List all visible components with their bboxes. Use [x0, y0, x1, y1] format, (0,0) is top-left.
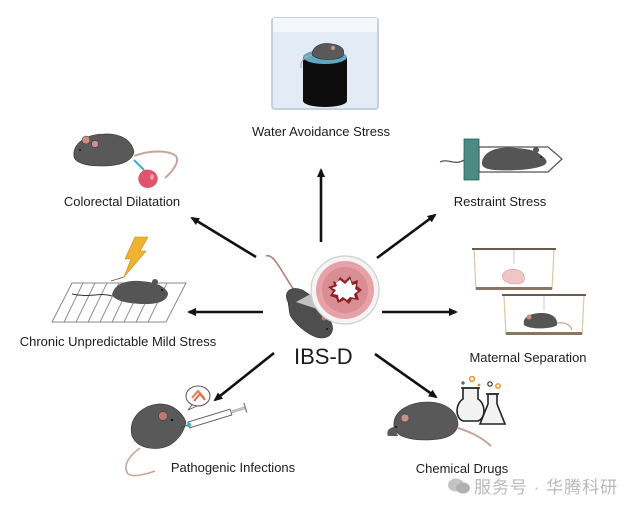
label-colorectal-dilatation: Colorectal Dilatation — [64, 194, 180, 209]
arrow-to-chemical-drugs — [374, 352, 438, 399]
maternal-separation-illustration — [472, 248, 586, 336]
water-avoidance-illustration — [271, 17, 379, 110]
label-chemical-drugs: Chemical Drugs — [416, 461, 509, 476]
center-label-ibs-d: IBS-D — [294, 344, 353, 369]
label-water-avoidance-stress: Water Avoidance Stress — [252, 124, 391, 139]
pathogenic-infections-illustration — [125, 385, 248, 477]
colorectal-dilatation-illustration — [73, 133, 178, 188]
arrow-to-colorectal-dilatation — [190, 216, 257, 259]
restraint-illustration — [439, 138, 563, 181]
label-restraint-stress: Restraint Stress — [454, 194, 547, 209]
wechat-icon — [448, 478, 470, 494]
label-chronic-unpredictable-mild-stress: Chronic Unpredictable Mild Stress — [20, 334, 217, 349]
label-pathogenic-infections: Pathogenic Infections — [171, 460, 296, 475]
watermark-text: 服务号 · 华腾科研 — [474, 478, 619, 497]
watermark: 服务号 · 华腾科研 — [448, 473, 618, 498]
cums-illustration — [51, 236, 187, 323]
arrows — [187, 168, 458, 402]
colon-cross-section — [310, 255, 380, 325]
arrow-to-restraint — [376, 213, 437, 260]
arrow-to-pathogenic-infections — [213, 351, 275, 402]
label-maternal-separation: Maternal Separation — [469, 350, 586, 365]
chemical-drugs-illustration — [387, 375, 507, 447]
